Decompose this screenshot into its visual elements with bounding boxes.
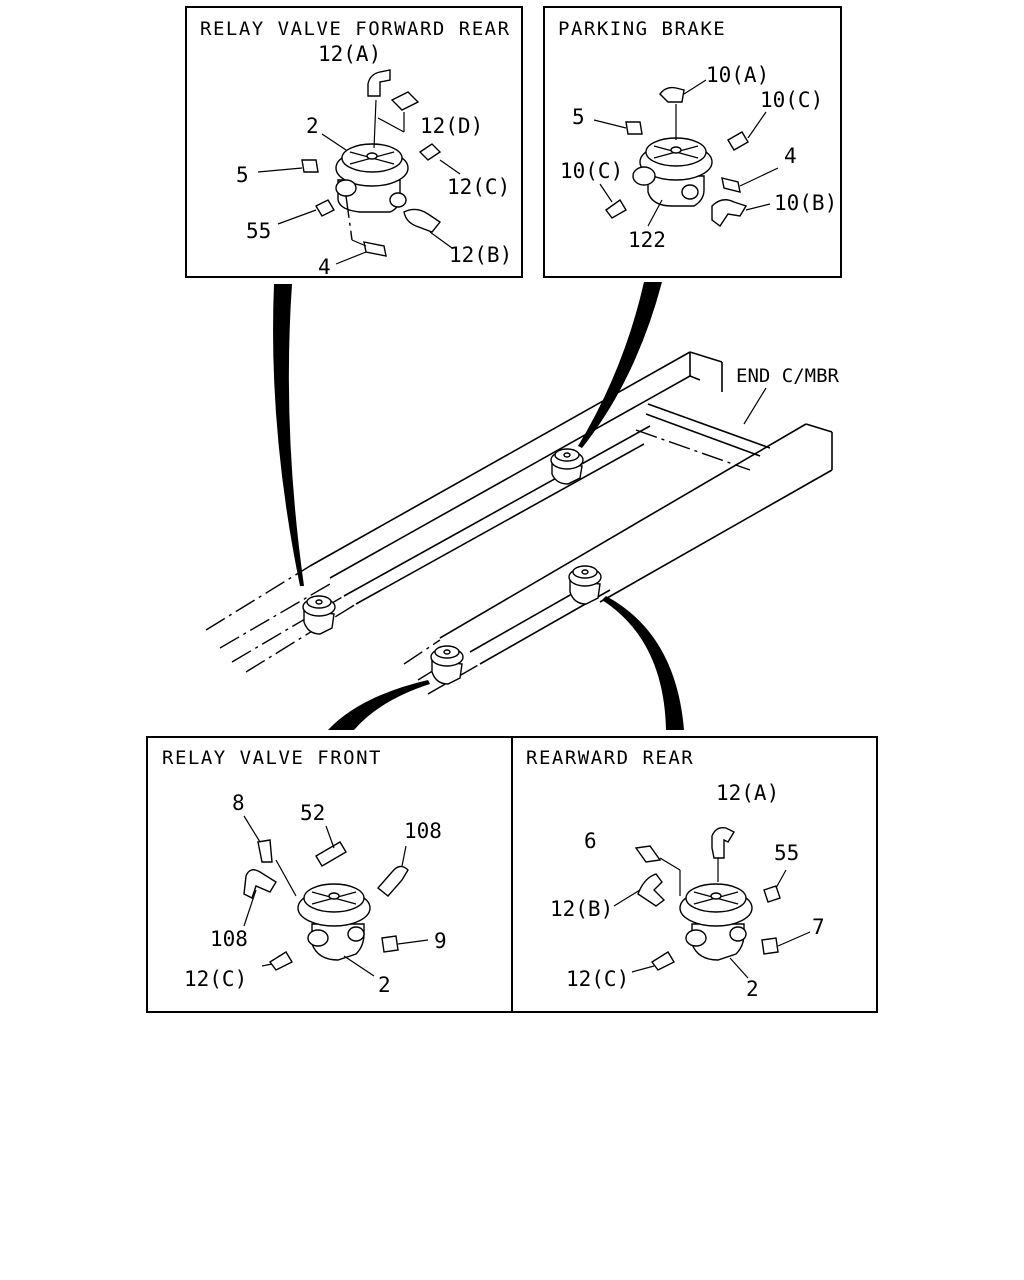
- callout-label: 122: [628, 228, 666, 252]
- nut-5: [625, 121, 643, 135]
- tee-fitting-12d: [390, 91, 420, 111]
- panel-title: RELAY VALVE FORWARD REAR: [200, 18, 511, 40]
- plug-55: [315, 199, 335, 217]
- callout-label: 10(B): [774, 191, 837, 215]
- panel-parking-brake: PARKING BRAKE 10(A) 10(C) 5 4 10(C) 10(: [543, 6, 842, 278]
- callout-label: 10(A): [706, 63, 769, 87]
- panel-title: REARWARD REAR: [526, 747, 694, 769]
- callout-label: 12(B): [449, 243, 512, 267]
- callout-label: 2: [378, 973, 391, 997]
- callout-connector: [602, 596, 684, 730]
- panel-frame: [185, 6, 523, 278]
- connector-12c: [650, 951, 675, 971]
- nut-5: [301, 159, 319, 173]
- callout-label: 52: [300, 801, 325, 825]
- relay-valve: [679, 883, 753, 961]
- callout-label: 12(B): [550, 897, 613, 921]
- connector-12c: [268, 951, 293, 971]
- callout-label: 12(C): [447, 175, 510, 199]
- panel-frame: [511, 736, 878, 1013]
- tee-fitting-52: [315, 841, 347, 867]
- relay-valve: [297, 883, 371, 961]
- pipe-108: [376, 865, 409, 897]
- callout-label: 55: [774, 841, 799, 865]
- panel-rearward-rear: REARWARD REAR 12(A) 6 55 12(B) 7 12(C): [511, 736, 878, 1013]
- elbow-fitting-10a: [659, 86, 685, 103]
- bolt-8: [257, 839, 273, 863]
- connector-10c: [727, 131, 749, 151]
- relay-valve: [335, 143, 409, 213]
- callout-label: 108: [404, 819, 442, 843]
- panel-frame: [543, 6, 842, 278]
- callout-label: 2: [306, 114, 319, 138]
- elbow-fitting-12a: [367, 69, 391, 97]
- callout-label: 5: [572, 105, 585, 129]
- relay-valve: [632, 137, 713, 207]
- callout-label: 10(C): [760, 88, 823, 112]
- elbow-fitting-12b: [637, 873, 666, 907]
- callout-label: 108: [210, 927, 248, 951]
- callout-connector: [328, 680, 430, 730]
- frame-valve-front: [430, 645, 464, 685]
- frame-label: END C/MBR: [736, 365, 840, 387]
- callout-label: 5: [236, 163, 249, 187]
- callout-label: 12(D): [420, 114, 483, 138]
- callout-label: 2: [746, 977, 759, 1001]
- frame-valve-forward-rear: [302, 595, 336, 635]
- callout-label: 12(A): [716, 781, 779, 805]
- callout-label: 12(A): [318, 42, 381, 66]
- pipe-108: [243, 869, 277, 899]
- callout-label: 4: [318, 255, 331, 279]
- elbow-fitting-12b: [403, 208, 442, 233]
- callout-connector: [273, 284, 304, 586]
- panel-relay-valve-forward-rear: RELAY VALVE FORWARD REAR: [185, 6, 523, 279]
- frame-valve-rearward-rear: [568, 565, 602, 605]
- callout-label: 12(C): [566, 967, 629, 991]
- callout-label: 10(C): [560, 159, 623, 183]
- callout-label: 7: [812, 915, 825, 939]
- panel-relay-valve-front: RELAY VALVE FRONT 8 52 108 108 9 12(C): [146, 736, 513, 1013]
- frame-valve-parking: [550, 448, 584, 485]
- elbow-fitting-10b: [711, 199, 748, 228]
- callout-label: 8: [232, 791, 245, 815]
- callout-label: 4: [784, 144, 797, 168]
- plug-55: [763, 885, 781, 903]
- callout-label: 55: [246, 219, 271, 243]
- connector-10c: [605, 198, 627, 219]
- connector-12c: [418, 143, 442, 161]
- bolt-4: [721, 177, 741, 193]
- callout-connector: [578, 282, 662, 448]
- bolt-6: [634, 845, 662, 863]
- callout-label: 9: [434, 929, 447, 953]
- bolt-4: [363, 241, 387, 257]
- chassis-frame: END C/MBR: [205, 282, 840, 730]
- elbow-fitting-12a: [711, 826, 735, 859]
- nut-9: [381, 935, 399, 953]
- panel-title: RELAY VALVE FRONT: [162, 747, 382, 769]
- panel-title: PARKING BRAKE: [558, 18, 726, 40]
- nut-7: [761, 937, 779, 955]
- callout-label: 12(C): [184, 967, 247, 991]
- callout-label: 6: [584, 829, 597, 853]
